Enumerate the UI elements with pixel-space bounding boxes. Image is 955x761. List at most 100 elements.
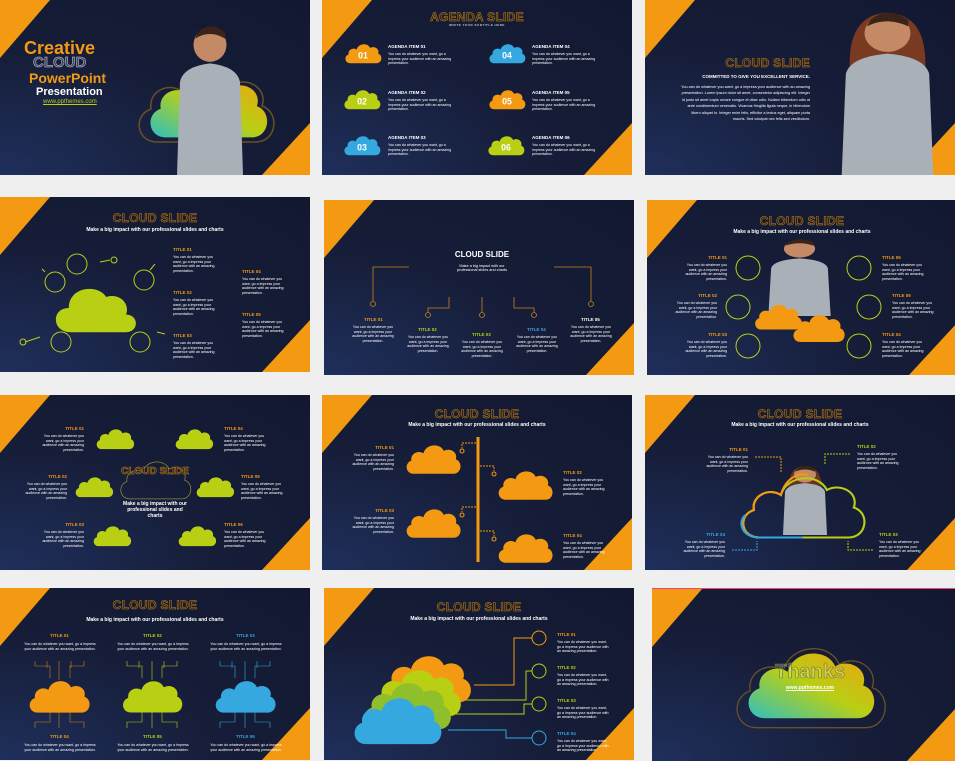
item-body: You can do whatever you want, go a impre… (117, 642, 189, 651)
agenda-body: You can do whatever you want, go a impre… (388, 98, 452, 112)
slide-subtitle: Make a big impact with our professional … (86, 617, 224, 623)
item-title: TITLE 01 (375, 445, 394, 450)
item-title: TITLE 04 (527, 327, 546, 332)
item-body: You can do whatever you want, go a impre… (242, 320, 284, 339)
item-title: TITLE 03 (472, 332, 491, 337)
item-body: You can do whatever you want, go a impre… (675, 301, 717, 320)
agenda-heading: AGENDA ITEM 02 (388, 90, 426, 95)
cloud-subtitle: Make a big impact with our professional … (456, 264, 508, 272)
item-body: You can do whatever you want, go a impre… (557, 673, 609, 687)
item-body: You can do whatever you want, go a impre… (706, 455, 748, 474)
slide-title: CLOUD SLIDE (759, 214, 845, 229)
connector-lines (448, 630, 547, 746)
item-body: You can do whatever you want, go a impre… (224, 434, 266, 453)
item-title: TITLE 03 (173, 333, 192, 338)
item-title: TITLE 01 (557, 632, 576, 637)
corner-accent (907, 709, 955, 761)
item-title: TITLE 03 (708, 332, 727, 337)
slide-subtitle: Make a big impact with our professional … (733, 229, 871, 235)
multicolor-cloud-outline (740, 473, 870, 540)
orange-cloud-icon (402, 503, 464, 539)
item-title: TITLE 02 (48, 474, 67, 479)
item-title: TITLE 04 (50, 734, 69, 739)
item-body: You can do whatever you want, go a impre… (210, 642, 282, 651)
item-title: TITLE 01 (729, 447, 748, 452)
item-title: TITLE 05 (242, 312, 261, 317)
cloud-network-diagram (19, 253, 166, 353)
agenda-body: You can do whatever you want, go a impre… (532, 52, 596, 66)
agenda-heading: AGENDA ITEM 01 (388, 44, 426, 49)
website-link[interactable]: www.ppthemes.com (43, 99, 97, 105)
slide-subtitle: Make a big impact with our professional … (410, 616, 548, 622)
slide-subtitle: Make a big impact with our professional … (408, 422, 546, 428)
item-body: You can do whatever you want, go a impre… (882, 340, 924, 359)
agenda-heading: AGENDA ITEM 04 (532, 44, 570, 49)
agenda-body: You can do whatever you want, go a impre… (532, 98, 596, 112)
thanks-title: Thanks (774, 661, 846, 684)
orange-cloud-icon (494, 528, 556, 564)
slide-2-agenda[interactable]: AGENDA SLIDE WRITE YOUR SUBTITLE HERE 01… (322, 0, 632, 175)
item-body: You can do whatever you want, go a impre… (557, 706, 609, 720)
green-cloud (119, 674, 185, 714)
item-title: TITLE 03 (879, 532, 898, 537)
item-body: You can do whatever you want, go a impre… (882, 263, 924, 282)
item-title: TITLE 05 (581, 317, 600, 322)
slide-subtitle: WRITE YOUR SUBTITLE HERE (449, 23, 505, 27)
timeline-spine (459, 437, 497, 562)
item-title: TITLE 06 (224, 522, 243, 527)
item-body: You can do whatever you want, go a impre… (563, 478, 605, 497)
slide-3-about[interactable]: CLOUD SLIDE COMMITTED TO GIVE YOU EXCELL… (645, 0, 955, 175)
slide-11-layered-clouds[interactable]: CLOUD SLIDE Make a big impact with our p… (324, 588, 634, 760)
item-body: You can do whatever you want, go a impre… (42, 434, 84, 453)
slide-title: CLOUD SLIDE (434, 407, 520, 422)
slide-6-person-icons[interactable]: CLOUD SLIDE Make a big impact with our p… (647, 200, 955, 375)
item-title: TITLE 01 (173, 247, 192, 252)
item-body: You can do whatever you want, go a impre… (557, 739, 609, 753)
item-body: You can do whatever you want, go a impre… (24, 743, 96, 752)
green-cloud-icon (173, 425, 215, 450)
woman-photo (775, 465, 835, 535)
slide-12-thanks[interactable]: Thanks www.ppthemes.com (652, 588, 955, 761)
green-cloud-icon (73, 473, 115, 498)
green-cloud-icon (91, 522, 133, 547)
item-body: You can do whatever you want, go a impre… (241, 482, 283, 501)
title-line-powerpoint: PowerPoint (29, 70, 107, 86)
item-title: TITLE 04 (557, 731, 576, 736)
item-body: You can do whatever you want, go a impre… (173, 255, 215, 274)
slide-4-cloud-network[interactable]: CLOUD SLIDE Make a big impact with our p… (0, 197, 310, 372)
item-body: You can do whatever you want, go a impre… (173, 341, 215, 360)
item-body: You can do whatever you want, go a impre… (683, 540, 725, 559)
slide-5-striped-cloud[interactable]: CLOUD SLIDE Make a big impact with our p… (324, 200, 634, 375)
agenda-heading: AGENDA ITEM 06 (532, 135, 570, 140)
item-body: You can do whatever you want, go a impre… (224, 530, 266, 549)
website-link[interactable]: www.ppthemes.com (785, 685, 835, 691)
item-body: You can do whatever you want, go a impre… (879, 540, 921, 559)
item-title: TITLE 01 (65, 426, 84, 431)
item-body: You can do whatever you want, go a impre… (24, 642, 96, 651)
cloud-title: CLOUD SLIDE (454, 250, 510, 259)
agenda-cloud-03: 03 (342, 132, 382, 156)
corner-accent (652, 589, 702, 647)
item-body: You can do whatever you want, go a impre… (570, 325, 612, 344)
slide-1-title[interactable]: Creative CLOUD PowerPoint Presentation w… (0, 0, 310, 175)
slide-7-cloud-ring[interactable]: CLOUD SLIDE Make a big impact with our p… (0, 395, 310, 570)
orange-cloud-icon (494, 465, 556, 501)
dashed-connectors (732, 453, 873, 551)
item-body: You can do whatever you want, go a impre… (557, 640, 609, 654)
slide-10-circuit-clouds[interactable]: CLOUD SLIDE Make a big impact with our p… (0, 588, 310, 760)
item-title: TITLE 06 (236, 734, 255, 739)
agenda-cloud-02: 02 (342, 86, 382, 110)
item-title: TITLE 05 (241, 474, 260, 479)
slide-title: CLOUD SLIDE (112, 598, 198, 613)
item-body: You can do whatever you want, go a impre… (352, 453, 394, 472)
green-cloud-icon (194, 473, 236, 498)
slide-subtitle: Make a big impact with our professional … (86, 227, 224, 233)
agenda-heading: AGENDA ITEM 03 (388, 135, 426, 140)
slide-8-cloud-timeline[interactable]: CLOUD SLIDE Make a big impact with our p… (322, 395, 632, 570)
blue-cloud-layer (342, 688, 452, 746)
item-title: TITLE 04 (882, 332, 901, 337)
slide-9-woman-cloud[interactable]: CLOUD SLIDE Make a big impact with our p… (645, 395, 955, 570)
slide-title: AGENDA SLIDE (430, 10, 524, 25)
item-title: TITLE 03 (557, 698, 576, 703)
item-body: You can do whatever you want, go a impre… (892, 301, 934, 320)
